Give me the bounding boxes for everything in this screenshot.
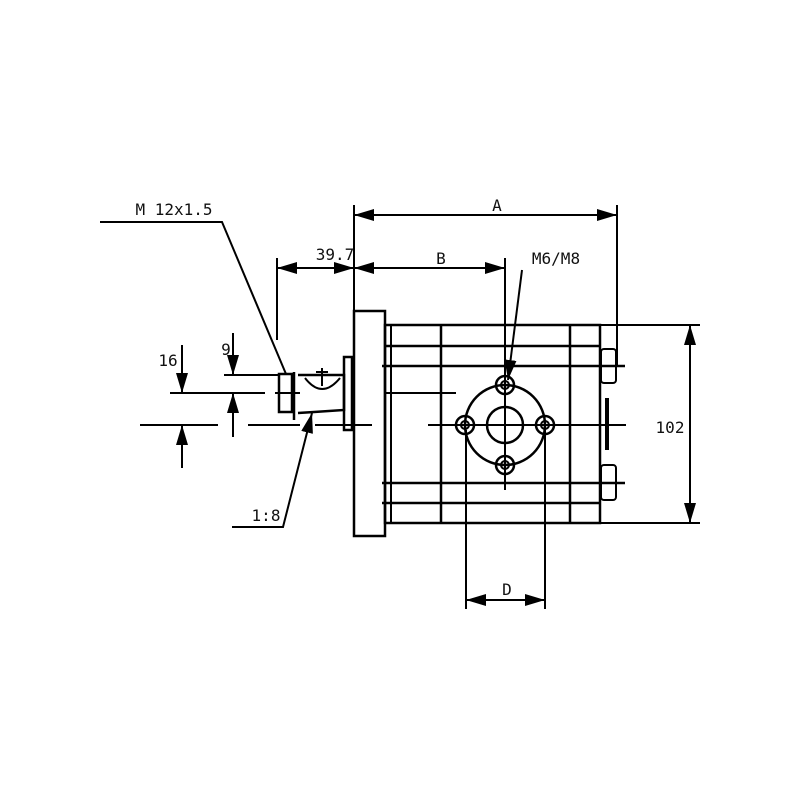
dim-9-label: 9 [221,340,231,359]
mounting-flange [352,309,387,538]
bolt-hole [494,454,516,476]
taper-callout: 1:8 [232,412,313,528]
dimension-d: D [465,430,546,609]
dim-102-label: 102 [656,418,685,437]
dim-d-label: D [502,580,512,599]
dimension-b: B [354,249,506,360]
taper-label: 1:8 [252,506,281,525]
thread-label: M 12x1.5 [135,200,212,219]
bolt-thread-callout: M6/M8 [504,249,580,381]
thread-callout: M 12x1.5 [100,200,287,375]
dimension-shaft-length: 39.7 [276,245,355,340]
dim-16-label: 16 [158,351,177,370]
dimension-height: 102 [600,324,700,524]
dim-b-label: B [436,249,446,268]
dim-a-label: A [492,196,502,215]
dimension-16: 16 [158,345,265,468]
dimension-9: 9 [221,333,279,437]
dim-39-7-label: 39.7 [316,245,355,264]
bolt-thread-label: M6/M8 [532,249,580,268]
dimension-a: A [353,196,618,366]
